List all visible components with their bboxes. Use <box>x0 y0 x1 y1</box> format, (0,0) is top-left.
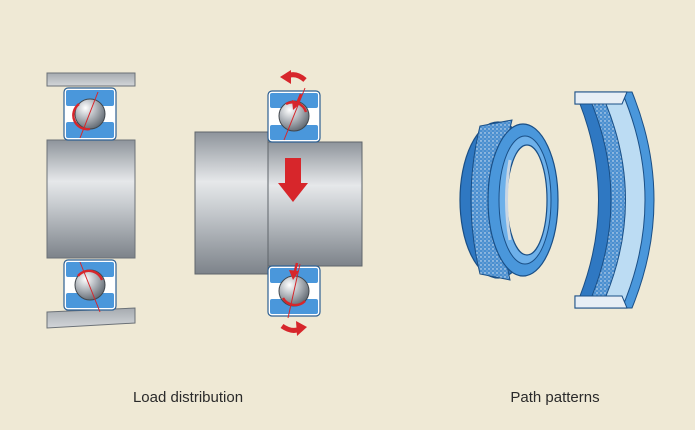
left-bearing <box>46 72 136 329</box>
left-shaft <box>46 139 136 259</box>
inner-ring-path-pattern <box>459 119 559 281</box>
left-top-bearing <box>63 87 117 141</box>
contact-arrow-top-icon <box>292 93 303 110</box>
middle-bearing <box>194 70 363 336</box>
caption-load-distribution: Load distribution <box>132 389 244 406</box>
middle-shaft-small <box>267 141 363 267</box>
load-arrow-down-icon <box>278 158 308 202</box>
rotation-arrow-bottom-icon <box>280 321 307 336</box>
left-bottom-bearing <box>63 259 117 313</box>
left-housing-top <box>46 72 136 87</box>
outer-ring-path-pattern <box>574 91 655 309</box>
ball-icon <box>74 98 106 130</box>
middle-top-bearing <box>267 87 321 143</box>
contact-arrow-bottom-icon <box>289 262 299 280</box>
caption-path-patterns: Path patterns <box>510 389 600 406</box>
middle-shaft-large <box>194 131 269 275</box>
left-housing-bottom <box>46 307 136 329</box>
rotation-arrow-top-icon <box>280 70 307 84</box>
middle-bottom-bearing <box>267 263 321 319</box>
